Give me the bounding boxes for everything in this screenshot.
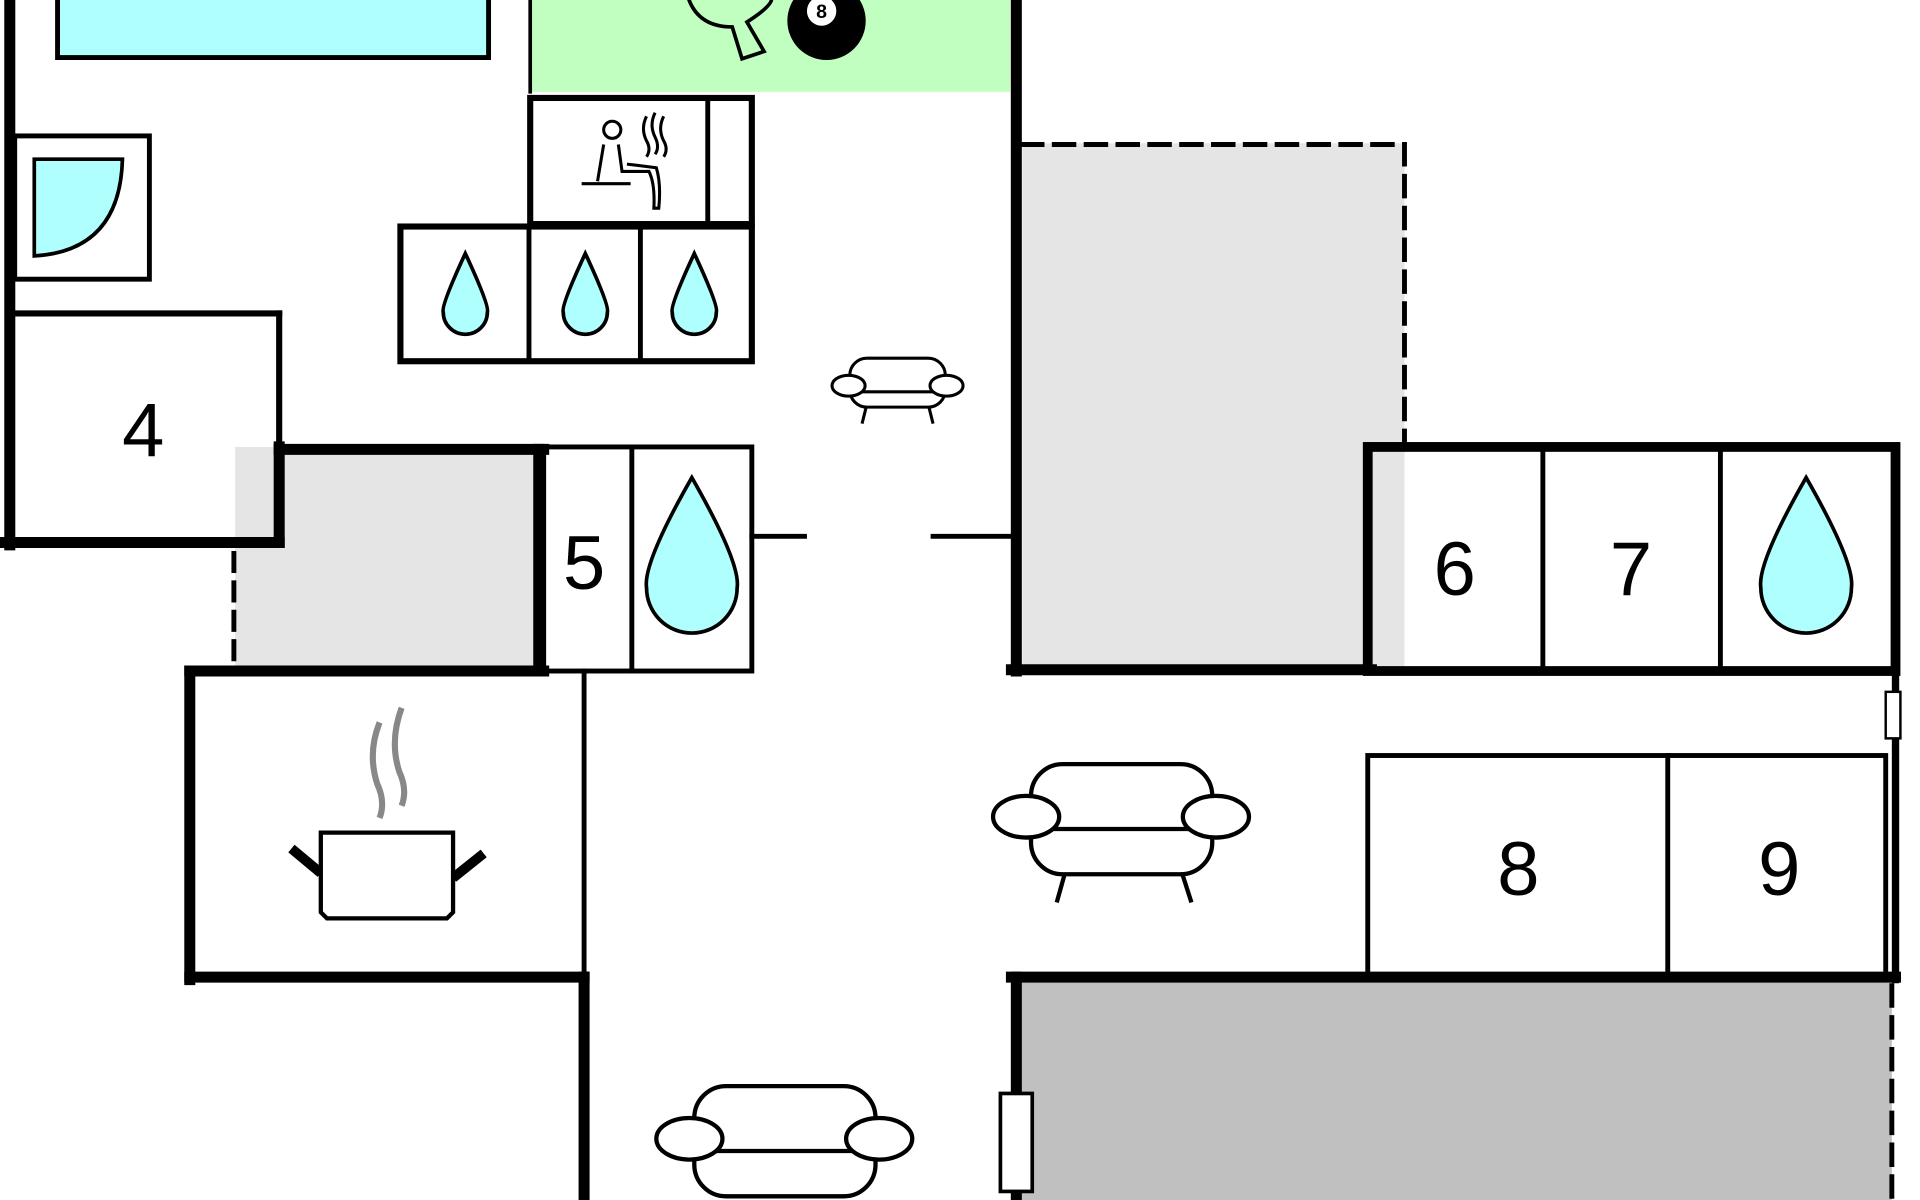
room-label-4: 4 [122,389,164,474]
shower-icon [32,157,125,258]
room-label-9: 9 [1758,827,1800,912]
water-drop-icon [441,249,490,337]
billiard-ball-icon: 8 [787,0,866,60]
terrace-left [235,446,539,672]
svg-text:8: 8 [816,1,827,23]
room-label-6: 6 [1434,527,1476,612]
water-drop-icon [644,473,740,635]
water-drop-icon [1758,473,1854,635]
water-drop-icon [670,249,719,337]
sofa-icon [990,761,1252,904]
terrace-lower [1016,979,1892,1200]
window-icon [1884,690,1902,740]
sofa-icon [830,356,965,425]
pool-icon [55,0,492,60]
room-label-7: 7 [1610,527,1652,612]
sauna-icon [581,111,668,210]
room-label-5: 5 [563,521,605,606]
window-icon [998,1091,1035,1194]
water-drop-icon [561,249,610,337]
table-tennis-icon [687,0,774,62]
terrace-upper [1022,143,1405,670]
sofa-icon [654,1083,915,1199]
games-room [528,0,1011,92]
room-label-8: 8 [1497,827,1539,912]
cooking-pot-icon [288,706,487,921]
